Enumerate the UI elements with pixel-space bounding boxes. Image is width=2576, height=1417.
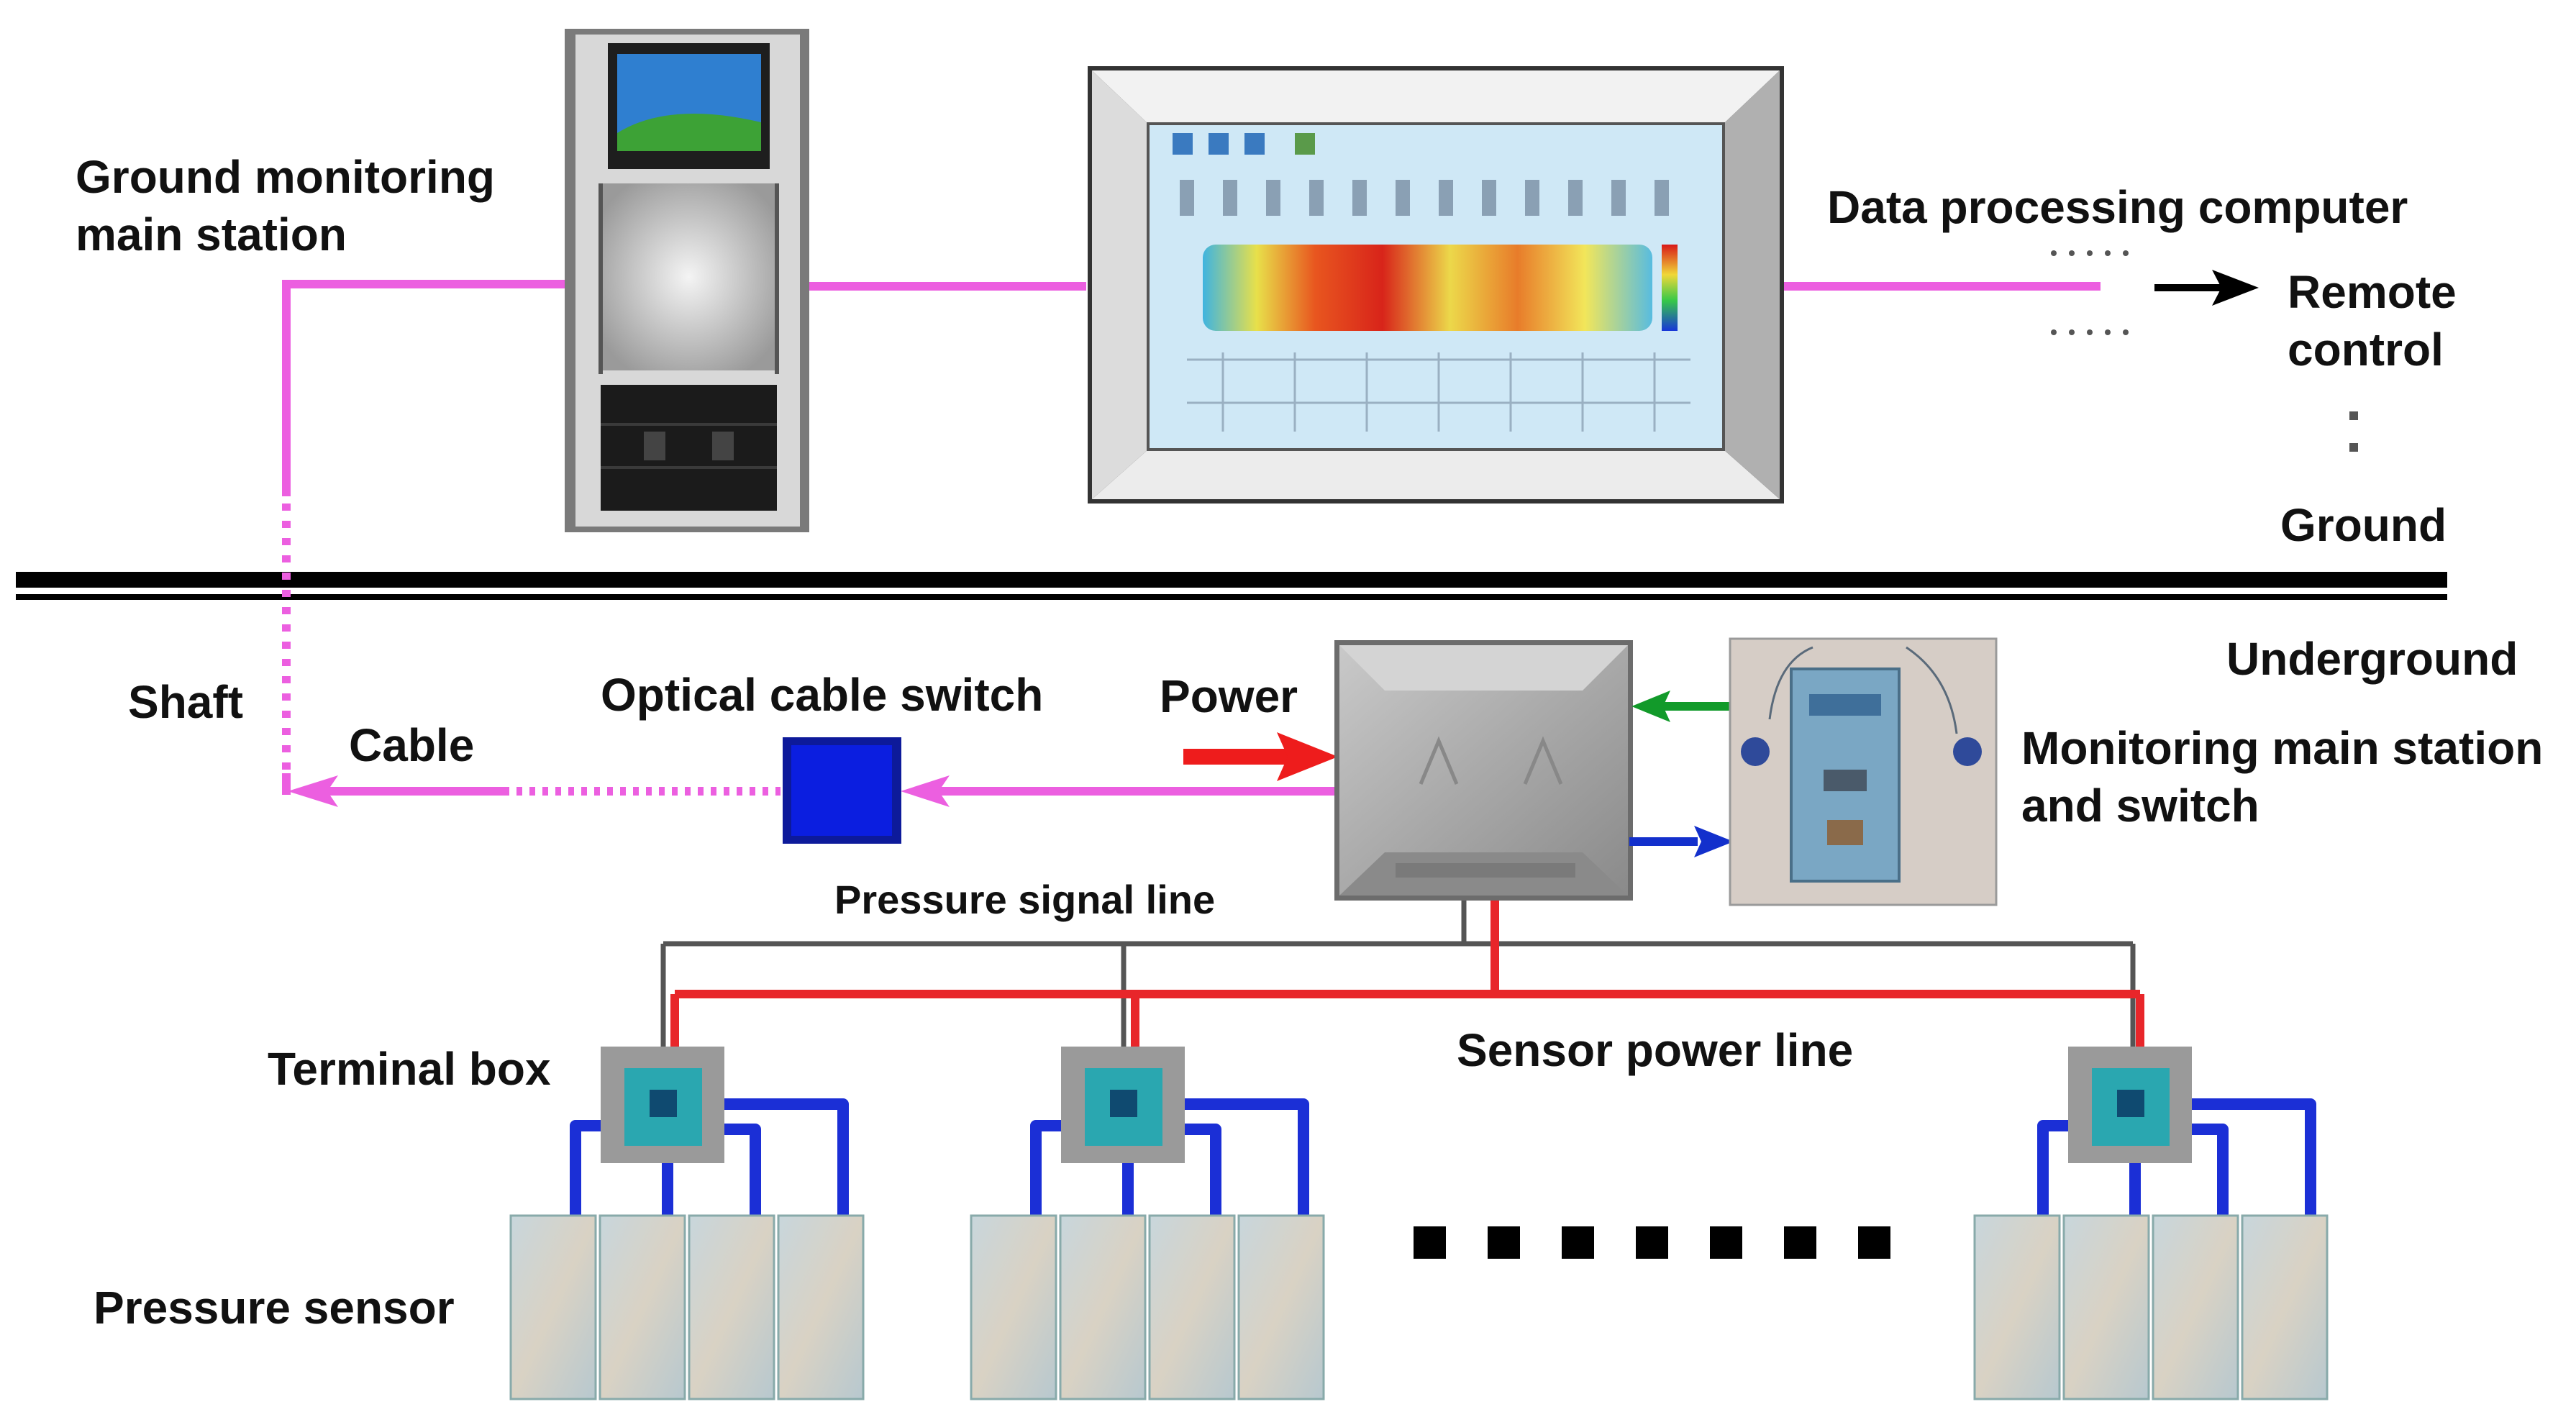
server-cabinet-icon xyxy=(565,29,809,532)
remote-control-label-1: Remote xyxy=(2288,266,2457,318)
remote-control-label-2: control xyxy=(2288,324,2444,375)
terminal-box-icon xyxy=(1061,1047,1185,1163)
pressure-sensor-row xyxy=(1973,1214,2329,1400)
pressure-sensor-icon xyxy=(970,1214,1057,1400)
switch-cable-arrowhead xyxy=(901,775,950,807)
sensor-power-line-label: Sensor power line xyxy=(1457,1024,1853,1076)
feedback-arrow xyxy=(1631,691,1734,722)
pressure-sensor-icon xyxy=(688,1214,775,1400)
pressure-sensor-icon xyxy=(1148,1214,1236,1400)
fiber-cable-network xyxy=(282,280,2101,796)
pressure-sensor-icon xyxy=(599,1214,686,1400)
ground-station-label-1: Ground monitoring xyxy=(76,151,495,203)
pressure-sensor-icon xyxy=(1237,1214,1325,1400)
data-computer-label: Data processing computer xyxy=(1827,181,2408,233)
terminal-group-2 xyxy=(970,1047,1325,1400)
optical-switch-icon xyxy=(783,737,901,844)
software-trend-chart xyxy=(1187,352,1690,432)
sensor-power-line xyxy=(670,901,2144,1050)
ground-surface-line xyxy=(16,572,2447,600)
pressure-sensor-label: Pressure sensor xyxy=(94,1282,455,1334)
optical-switch-label: Optical cable switch xyxy=(601,669,1043,721)
cable-arrowhead xyxy=(288,775,338,807)
pressure-sensor-icon xyxy=(2062,1214,2150,1400)
vertical-ellipsis xyxy=(2349,411,2358,452)
terminal-box-label: Terminal box xyxy=(268,1043,551,1095)
remote-control-arrow xyxy=(2154,270,2259,306)
shaft-label: Shaft xyxy=(128,676,243,728)
pressure-sensor-icon xyxy=(777,1214,865,1400)
pressure-sensor-icon xyxy=(509,1214,597,1400)
pressure-sensor-icon xyxy=(2241,1214,2329,1400)
software-readout-grid xyxy=(1180,180,1669,216)
pressure-sensor-icon xyxy=(1973,1214,2061,1400)
pressure-sensor-icon xyxy=(2152,1214,2239,1400)
terminal-group-3 xyxy=(1973,1047,2329,1400)
monitoring-switch-label-1: Monitoring main station xyxy=(2021,722,2543,774)
svg-text:Monitoring main station an: Monitoring main station and switch xyxy=(2021,722,2556,831)
monitoring-switch-label-2: and switch xyxy=(2021,780,2259,831)
terminal-box-icon xyxy=(601,1047,724,1163)
software-toolbar-icons xyxy=(1173,133,1315,155)
cable-label: Cable xyxy=(349,719,474,771)
power-label: Power xyxy=(1160,670,1298,722)
pressure-signal-line xyxy=(660,901,2136,1047)
underground-label: Underground xyxy=(2226,633,2518,685)
terminal-box-icon xyxy=(2068,1047,2192,1163)
remote-ellipsis-dots xyxy=(2051,250,2129,335)
svg-text:Remote control: Remote control xyxy=(2288,266,2470,375)
svg-text:Ground monitoring main sta: Ground monitoring main station xyxy=(76,151,508,260)
monitoring-panel-icon xyxy=(1729,637,1998,906)
power-arrow xyxy=(1183,732,1338,781)
heatmap-color-scale xyxy=(1662,245,1678,331)
pressure-sensor-row xyxy=(970,1214,1325,1400)
pressure-heatmap xyxy=(1203,245,1652,331)
terminal-group-1 xyxy=(509,1047,865,1400)
pressure-sensor-icon xyxy=(1059,1214,1147,1400)
monitor-icon xyxy=(1088,66,1784,504)
control-arrow xyxy=(1629,826,1734,857)
ground-label: Ground xyxy=(2280,499,2447,551)
pressure-sensor-row xyxy=(509,1214,865,1400)
ground-station-label-2: main station xyxy=(76,209,347,260)
pressure-signal-line-label: Pressure signal line xyxy=(834,877,1215,922)
explosion-proof-box-icon xyxy=(1334,640,1633,901)
more-groups-ellipsis xyxy=(1414,1226,1890,1259)
